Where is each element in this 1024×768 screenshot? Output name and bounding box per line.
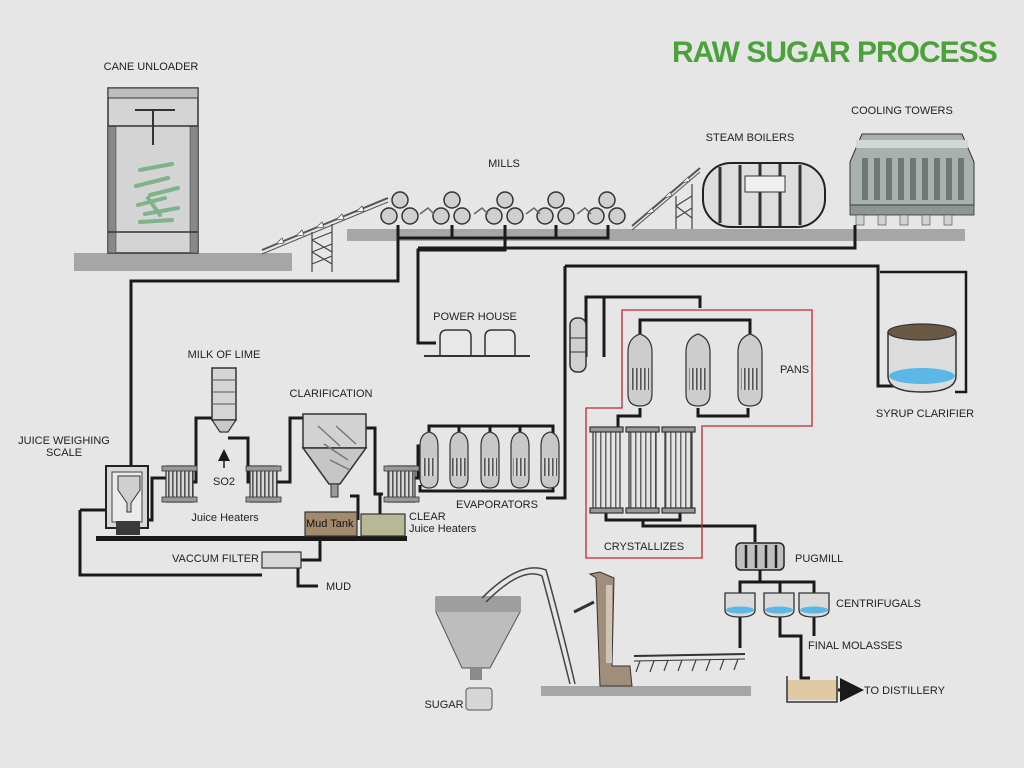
diagram-title: RAW SUGAR PROCESS [672,36,998,69]
ground-slabs [74,229,965,696]
clear-juice-tank [360,513,406,537]
label-final-molasses: FINAL MOLASSES [808,640,903,652]
juice-heater-2 [245,465,282,503]
crystallizer-1 [589,426,624,514]
mill-3 [485,191,524,225]
vacuum-filter [261,551,302,569]
label-mud-tank: Mud Tank [306,518,354,530]
condenser [569,317,587,373]
mills [380,191,626,225]
label-milk-of-lime: MILK OF LIME [187,349,261,361]
clear-juice-heater [383,465,420,503]
label-syrup-clarifier: SYRUP CLARIFIER [875,408,975,420]
cooling-tower [849,133,975,226]
label-sugar: SUGAR [424,699,464,711]
label-juice-weighing-scale: JUICE WEIGHING SCALE [18,435,110,460]
centrifugal-3 [798,592,830,618]
steam-boiler [702,162,826,228]
milk-of-lime-tank [210,367,238,433]
label-centrifugals: CENTRIFUGALS [836,598,921,610]
evaporator-5 [540,431,560,489]
mill-2 [432,191,471,225]
label-clarification: CLARIFICATION [289,388,373,400]
pans [627,333,763,407]
label-steam-boilers: STEAM BOILERS [705,132,795,144]
label-so2: SO2 [212,476,236,488]
pugmill [735,542,785,571]
ground-sugar [541,686,751,696]
mill-1 [380,191,419,225]
pans-crystallizers-box [585,309,813,559]
label-juice-heaters: Juice Heaters [191,512,259,524]
evaporator-2 [449,431,469,489]
centrifugals [724,592,830,618]
sugar-conveyor [481,567,576,685]
juice-weighing-scale [105,465,149,535]
syrup-clarifier [887,323,957,393]
label-vaccum-filter: VACCUM FILTER [172,553,259,565]
label-cooling-towers: COOLING TOWERS [851,105,953,117]
molasses-tank [786,676,838,703]
juice-heater-1 [161,465,198,503]
screw-conveyor [633,653,746,673]
evaporator-3 [480,431,500,489]
cane-unloader [107,87,199,254]
centrifugal-2 [763,592,795,618]
power-house [424,329,530,357]
evaporator-4 [510,431,530,489]
process-floor [96,536,407,541]
sugar-hopper [435,596,521,711]
crystallizer-3 [661,426,696,514]
pan-1 [627,333,653,407]
mill-conveyor [261,197,389,272]
crystallizers [589,426,696,514]
pipes [78,225,968,702]
label-to-distillery: TO DISTILLERY [864,685,945,697]
evaporator-1 [419,431,439,489]
label-clear-juice-heaters: Juice Heaters [409,523,477,535]
label-evaporators: EVAPORATORS [456,499,538,511]
label-mud: MUD [326,581,352,593]
clarifier [301,413,368,498]
pan-2 [685,333,711,407]
mud-tank [304,511,358,537]
label-cane-unloader: CANE UNLOADER [103,61,199,73]
mill-4 [536,191,575,225]
crystallizer-2 [625,426,660,514]
centrifugal-1 [724,592,756,618]
ground-cane-unloader [74,253,292,271]
label-pugmill: PUGMILL [795,553,844,565]
mill-5 [587,191,626,225]
label-mills: MILLS [488,158,520,170]
label-crystallizes: CRYSTALLIZES [603,541,685,553]
label-clear: CLEAR [409,511,446,523]
boiler-conveyor [631,167,701,231]
evaporators [419,431,560,489]
label-power-house: POWER HOUSE [433,311,517,323]
pan-3 [737,333,763,407]
bucket-elevator [573,571,633,687]
label-pans: PANS [780,364,810,376]
